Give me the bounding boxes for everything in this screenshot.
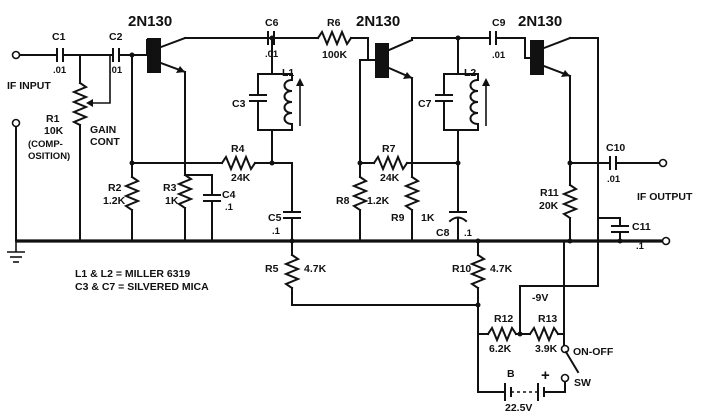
c4-value: .1 — [225, 202, 234, 213]
input-stage — [11, 48, 148, 242]
c1-ref: C1 — [52, 31, 66, 43]
c11-value: .1 — [636, 241, 645, 252]
switch-ref: SW — [574, 377, 591, 389]
r2-value: 1.2K — [103, 195, 126, 207]
c1-value: .01 — [53, 65, 67, 76]
note-inductors: L1 & L2 = MILLER 6319 — [75, 268, 190, 280]
battery-value: 22.5V — [505, 402, 532, 414]
l2-ref: L2 — [464, 67, 476, 79]
r7-resistor[interactable] — [372, 154, 409, 172]
battery-b[interactable] — [504, 383, 545, 401]
supply — [477, 301, 580, 401]
r2-ref: R2 — [108, 182, 122, 194]
stage-3 — [517, 36, 668, 337]
c8-value: .1 — [464, 228, 473, 239]
r8-value: 1.2K — [367, 195, 390, 207]
r10-ref: R10 — [452, 263, 471, 275]
r9-ref: R9 — [391, 212, 405, 224]
stage-2 — [351, 31, 531, 335]
if-output-label: IF OUTPUT — [637, 191, 693, 203]
r9-value: 1K — [421, 212, 435, 224]
r12-resistor[interactable] — [486, 325, 518, 343]
r1-function-2: CONT — [90, 136, 120, 148]
c11-ref: C11 — [632, 221, 651, 233]
r5-resistor[interactable] — [283, 253, 301, 290]
r1-note-2: OSITION) — [28, 151, 70, 162]
c7-ref: C7 — [418, 98, 432, 110]
r6-ref: R6 — [327, 17, 341, 29]
input-ground-terminal[interactable] — [11, 118, 21, 128]
r8-resistor[interactable] — [351, 175, 369, 212]
q1-transistor[interactable] — [147, 38, 161, 73]
r13-resistor[interactable] — [528, 325, 560, 343]
r7-ref: R7 — [382, 143, 396, 155]
r5-value: 4.7K — [304, 263, 327, 275]
q2-transistor[interactable] — [375, 43, 389, 78]
c6-value: .01 — [265, 49, 279, 60]
c10-ref: C10 — [606, 142, 625, 154]
ground-bus — [7, 236, 671, 263]
r13-ref: R13 — [538, 313, 557, 325]
c2-ref: C2 — [109, 31, 123, 43]
battery-ref: B — [507, 368, 515, 380]
c9-value: .01 — [492, 50, 506, 61]
r10-resistor[interactable] — [469, 253, 487, 290]
r11-ref: R11 — [540, 187, 559, 199]
l2-inductor[interactable] — [469, 73, 479, 131]
battery-plus-sign: + — [541, 367, 550, 384]
q3-type-label: 2N130 — [518, 13, 562, 30]
r11-value: 20K — [539, 200, 559, 212]
c8-ref: C8 — [436, 227, 450, 239]
on-off-switch[interactable] — [564, 350, 580, 374]
c10-value: .01 — [607, 174, 621, 185]
switch-contact-bottom — [560, 373, 570, 383]
r6-resistor[interactable] — [316, 29, 353, 47]
c2-value: .01 — [109, 65, 123, 76]
q1-type-label: 2N130 — [128, 13, 172, 30]
c9-ref: C9 — [492, 17, 506, 29]
r1-gain-control-resistor[interactable] — [71, 81, 89, 127]
if-input-label: IF INPUT — [7, 80, 51, 92]
l1-ref: L1 — [282, 67, 294, 79]
c3-ref: C3 — [232, 98, 246, 110]
r4-ref: R4 — [231, 143, 245, 155]
r1-note-1: (COMP- — [28, 139, 63, 150]
if-input-terminal[interactable] — [11, 50, 21, 60]
stage-1 — [123, 29, 479, 306]
ground-output-terminal[interactable] — [661, 236, 671, 246]
c5-ref: C5 — [268, 212, 282, 224]
switch-contact-top — [560, 344, 570, 354]
q2-type-label: 2N130 — [356, 13, 400, 30]
c5-value: .1 — [272, 226, 281, 237]
labels: 2N130 2N130 2N130 IF INPUT IF OUTPUT C1 … — [7, 13, 693, 414]
r3-value: 1K — [165, 195, 179, 207]
switch-function-label: ON-OFF — [573, 346, 614, 358]
c6-ref: C6 — [265, 17, 279, 29]
r1-value: 10K — [44, 125, 64, 137]
r13-value: 3.9K — [535, 343, 558, 355]
r1-function-1: GAIN — [90, 124, 116, 136]
r4-resistor[interactable] — [220, 154, 257, 172]
r10-value: 4.7K — [490, 263, 513, 275]
r11-resistor[interactable] — [561, 183, 579, 220]
q3-transistor[interactable] — [530, 40, 544, 75]
r12-value: 6.2K — [489, 343, 512, 355]
if-output-terminal[interactable] — [658, 158, 668, 168]
note-capacitors: C3 & C7 = SILVERED MICA — [75, 281, 209, 293]
r6-value: 100K — [322, 49, 348, 61]
c4-ref: C4 — [222, 189, 236, 201]
r7-value: 24K — [380, 172, 400, 184]
r8-ref: R8 — [336, 195, 350, 207]
r4-value: 24K — [231, 172, 251, 184]
supply-voltage-label: -9V — [532, 292, 548, 304]
r2-resistor[interactable] — [123, 175, 141, 212]
r1-ref: R1 — [46, 113, 60, 125]
r3-resistor[interactable] — [176, 173, 194, 210]
r9-resistor[interactable] — [403, 175, 421, 212]
l1-inductor[interactable] — [283, 73, 293, 131]
r5-ref: R5 — [265, 263, 279, 275]
r3-ref: R3 — [163, 182, 177, 194]
r12-ref: R12 — [494, 313, 513, 325]
